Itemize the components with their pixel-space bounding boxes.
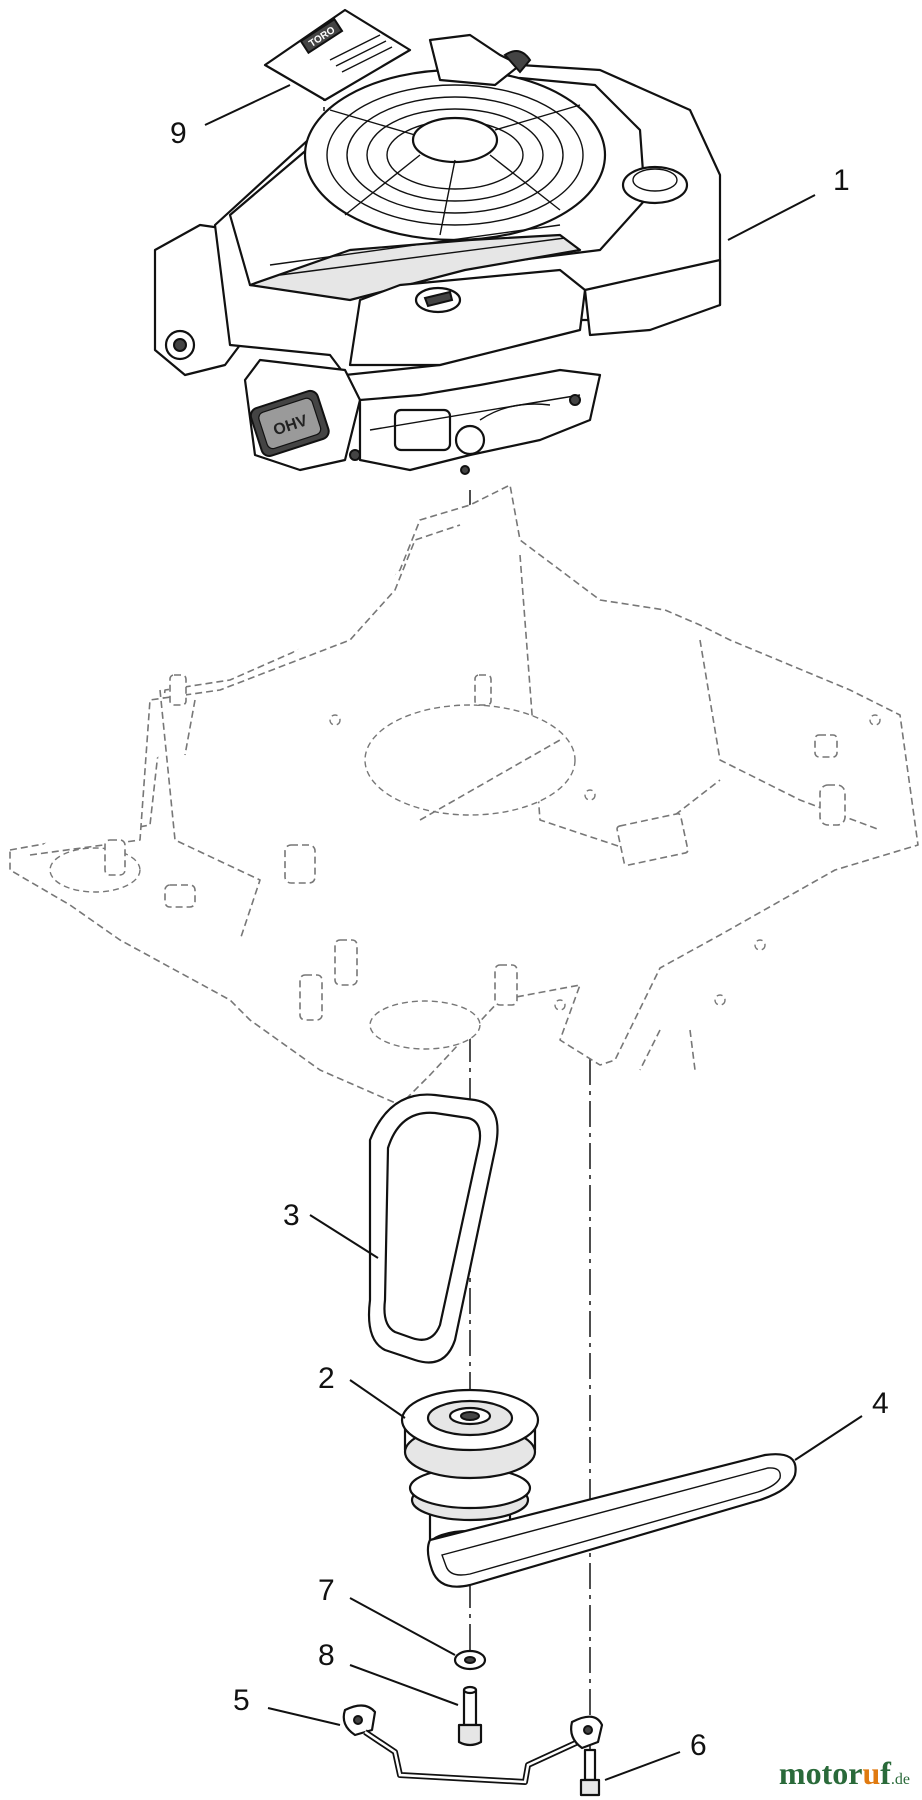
leader-1 [727,194,816,241]
mower-deck [9,484,919,1106]
callout-6: 6 [690,1729,707,1762]
deck-spindle-hole [364,704,576,816]
callout-1: 1 [833,164,850,197]
ohv-badge: OHV [249,389,330,457]
callout-7: 7 [318,1574,335,1607]
leader-5 [267,1707,341,1726]
drive-belt [367,1093,499,1364]
pulley-bolt [457,1685,483,1747]
watermark-suffix: .de [890,1771,910,1788]
leader-7 [349,1597,456,1656]
washer [453,1649,487,1671]
callout-3: 3 [283,1199,300,1232]
leader-3 [309,1214,379,1259]
engine: OHV [153,33,722,475]
watermark-part3: f [880,1755,891,1791]
leader-4 [794,1415,863,1461]
belt-guide-bracket [342,1704,604,1785]
decal: TORO [263,8,412,102]
leader-8 [349,1664,459,1706]
traction-belt [426,1453,797,1588]
callout-4: 4 [872,1387,889,1420]
oil-fill-cap [621,165,689,205]
deck-wheel-hole-left [49,847,141,893]
bracket-bolt [579,1748,601,1797]
leader-6 [604,1751,681,1781]
callout-8: 8 [318,1639,335,1672]
motoruf-watermark-logo: motoruf.de [779,1755,910,1792]
leader-9 [204,84,291,126]
callout-2: 2 [318,1362,335,1395]
deck-wheel-hole-front [369,1000,481,1050]
engine-pulley [400,1388,540,1561]
callout-5: 5 [233,1684,250,1717]
callout-9: 9 [170,117,187,150]
leader-2 [349,1379,406,1419]
watermark-part1: motor [778,1755,863,1791]
watermark-part2: u [862,1755,881,1791]
